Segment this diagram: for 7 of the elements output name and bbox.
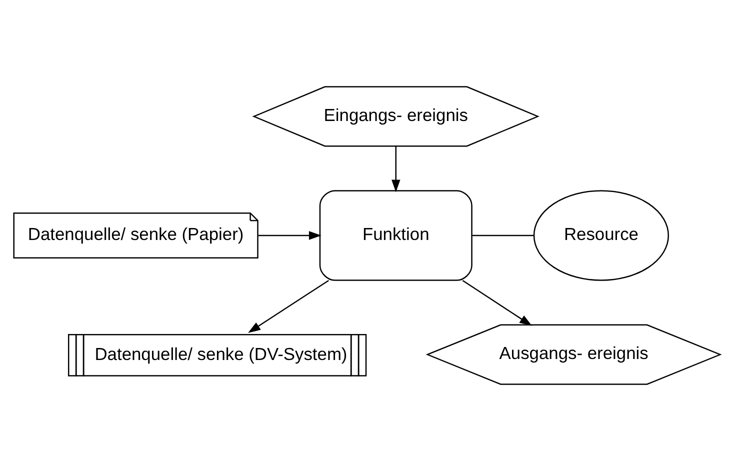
- connector: [472, 234, 534, 236]
- node-ellipse: Resource: [533, 190, 670, 280]
- arrow: [248, 279, 329, 332]
- arrow: [392, 146, 400, 192]
- node-box: Funktion: [319, 190, 472, 280]
- arrow: [462, 279, 532, 326]
- arrow: [258, 230, 322, 240]
